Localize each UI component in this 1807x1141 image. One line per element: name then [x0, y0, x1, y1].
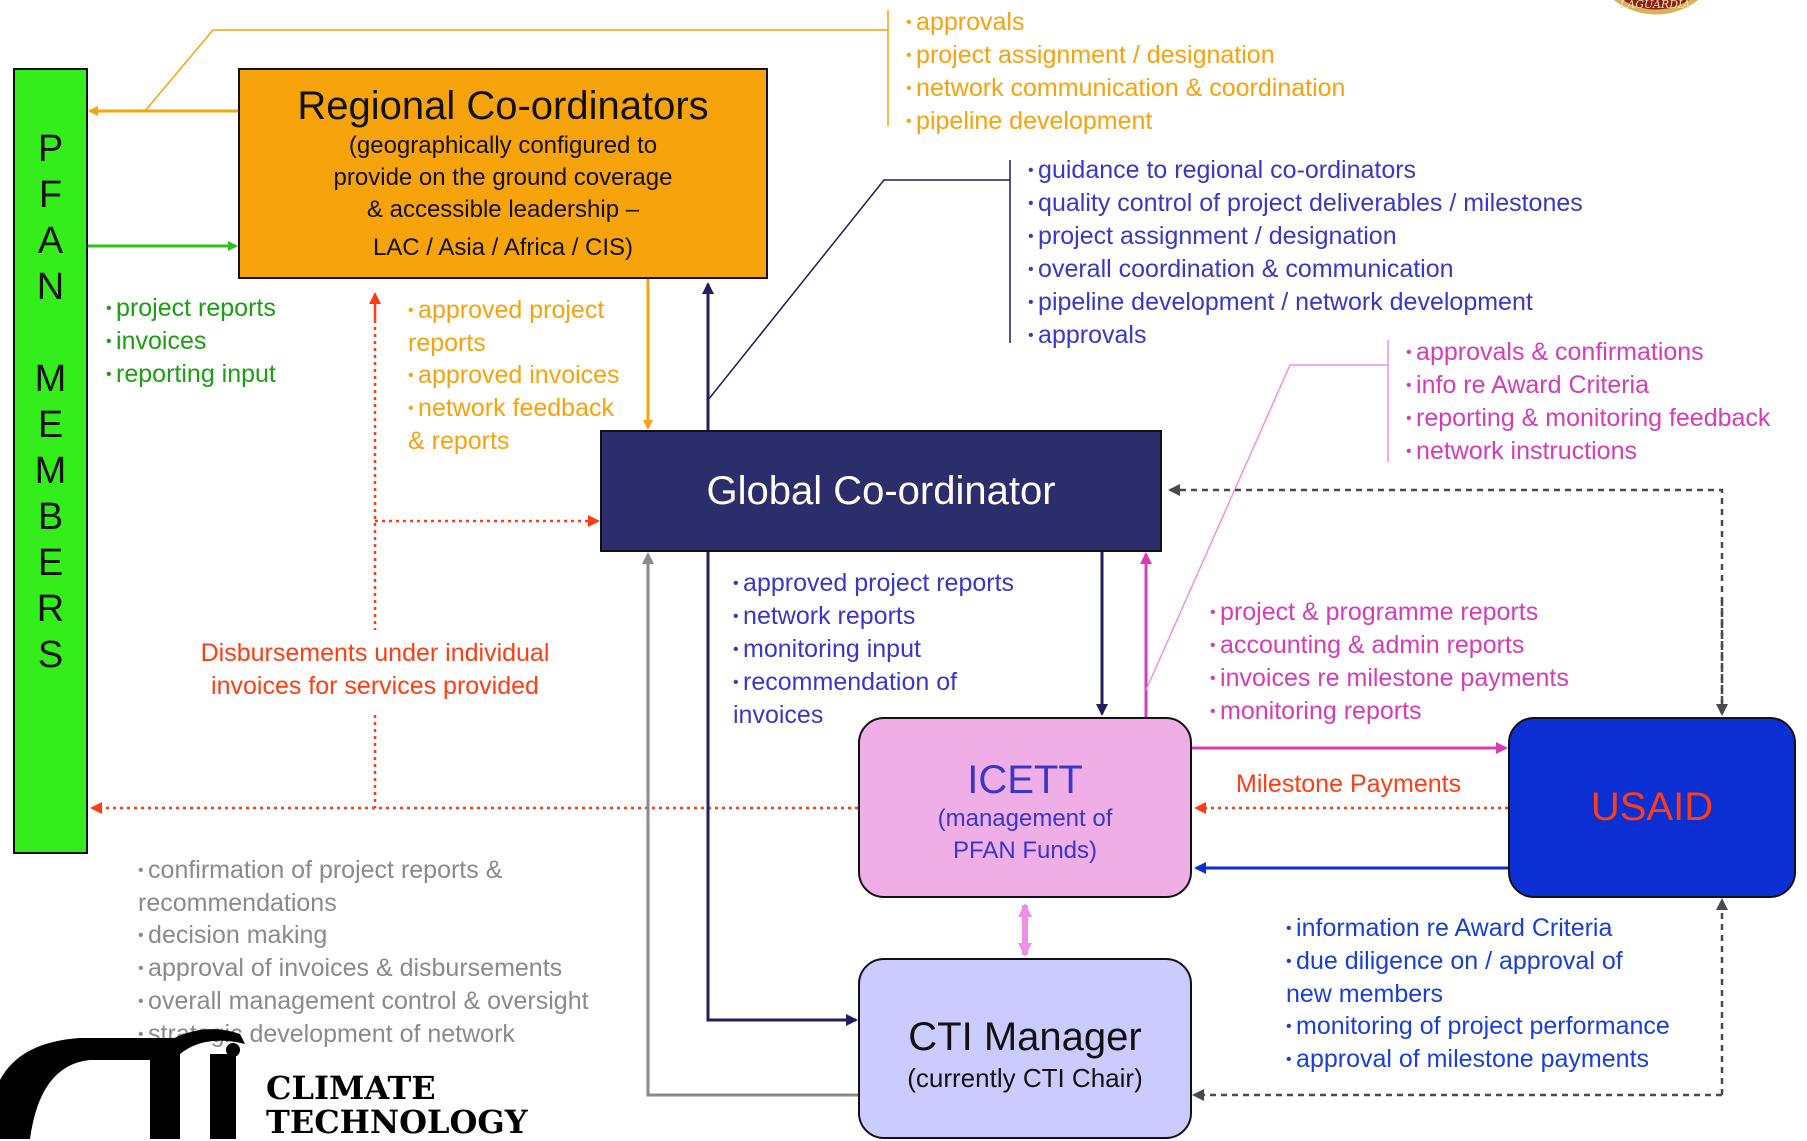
list-item: info re Award Criteria: [1406, 369, 1770, 402]
list-item: • approval of milestone payments: [1286, 1045, 1650, 1073]
list-item-continuation: invoices: [733, 701, 824, 729]
members-letter: E: [37, 404, 64, 446]
members-letter: S: [37, 634, 64, 676]
milestone-payments-label: Milestone Payments: [1236, 770, 1462, 798]
list-item: guidance to regional co-ordinators: [1028, 154, 1583, 187]
list-item: project reports: [106, 292, 276, 325]
cti-manager-box: CTI Manager (currently CTI Chair): [858, 958, 1192, 1139]
list-item: • approval of invoices & disbursements: [138, 954, 563, 982]
disbursements-line: invoices for services provided: [211, 672, 539, 700]
list-item: • monitoring input: [733, 635, 921, 663]
cti-manager-title: CTI Manager: [908, 1015, 1142, 1059]
regional-tasks-list: approvals project assignment / designati…: [906, 6, 1345, 138]
list-item: quality control of project deliverables …: [1028, 187, 1583, 220]
list-item: network communication & coordination: [906, 72, 1345, 105]
members-letter: M: [34, 358, 67, 400]
list-item: • approved project reports: [733, 569, 1015, 597]
list-item: • confirmation of project reports &: [138, 856, 503, 884]
pfan-letter: P: [37, 128, 64, 170]
list-item-continuation: & reports: [408, 427, 510, 455]
pfan-reports-list: project reports invoices reporting input: [106, 292, 276, 391]
global-title: Global Co-ordinator: [706, 469, 1056, 513]
pfan-members-box: P F A N M E M B E R S: [13, 68, 88, 854]
list-item: accounting & admin reports: [1210, 629, 1569, 662]
list-item: • recommendation of: [733, 668, 958, 696]
disbursements-line: Disbursements under individual: [200, 639, 550, 667]
list-item: network instructions: [1406, 435, 1770, 468]
list-item: • network feedback: [408, 394, 614, 422]
list-item: approvals: [906, 6, 1345, 39]
list-item: pipeline development: [906, 105, 1345, 138]
cti-manager-sub: (currently CTI Chair): [907, 1063, 1143, 1093]
members-letter: R: [36, 588, 65, 630]
list-item: • approved invoices: [408, 361, 620, 389]
regional-regions: LAC / Asia / Africa / CIS): [372, 234, 634, 261]
regional-sub-line: & accessible leadership –: [366, 196, 640, 223]
list-item: pipeline development / network developme…: [1028, 286, 1583, 319]
seal-logo: LAGUARDIA: [1572, 0, 1722, 34]
icett-title: ICETT: [967, 758, 1083, 802]
regional-coordinators-box: Regional Co-ordinators (geographically c…: [238, 68, 768, 279]
disbursements-note: Disbursements under individual invoices …: [170, 637, 580, 703]
list-item: project & programme reports: [1210, 596, 1569, 629]
icett-sub-line: (management of: [937, 805, 1113, 832]
usaid-title: USAID: [1590, 785, 1714, 829]
list-item: approvals & confirmations: [1406, 336, 1770, 369]
regional-title: Regional Co-ordinators: [297, 84, 709, 128]
list-item-continuation: reports: [408, 329, 486, 357]
list-item: • due diligence on / approval of: [1286, 947, 1623, 975]
regional-to-global-list: • approved project reports • approved in…: [408, 294, 620, 457]
pfan-letter: A: [37, 220, 64, 262]
list-item: project assignment / designation: [1028, 220, 1583, 253]
list-item: • decision making: [138, 921, 328, 949]
list-item: project assignment / designation: [906, 39, 1345, 72]
members-letter: M: [34, 450, 67, 492]
cti-tasks-list: • confirmation of project reports & reco…: [138, 854, 589, 1051]
list-item: • monitoring of project performance: [1286, 1012, 1670, 1040]
regional-sub-line: (geographically configured to: [348, 132, 658, 159]
list-item: • information re Award Criteria: [1286, 914, 1613, 942]
list-item: reporting input: [106, 358, 276, 391]
cti-logo-mark-icon: [0, 1029, 245, 1139]
logo-line-1: CLIMATE: [266, 1069, 436, 1107]
usaid-cti-tasks-list: • information re Award Criteria • due di…: [1286, 912, 1670, 1076]
seal-icon: [1613, 0, 1699, 15]
list-item: • approved project: [408, 296, 605, 324]
icett-reports-list: project & programme reports accounting &…: [1210, 596, 1569, 728]
pfan-letter: N: [36, 266, 65, 308]
list-item-continuation: new members: [1286, 980, 1443, 1008]
usaid-box: USAID: [1508, 717, 1796, 898]
list-item: invoices re milestone payments: [1210, 662, 1569, 695]
cti-logo: CLIMATE TECHNOLOGY: [0, 1020, 540, 1139]
list-item: • overall management control & oversight: [138, 987, 589, 1015]
members-letter: B: [37, 496, 64, 538]
list-item: • network reports: [733, 602, 916, 630]
list-item-continuation: recommendations: [138, 889, 337, 917]
icett-box: ICETT (management of PFAN Funds): [858, 717, 1192, 898]
list-item: overall coordination & communication: [1028, 253, 1583, 286]
icett-sub-line: PFAN Funds): [952, 837, 1098, 864]
logo-line-2: TECHNOLOGY: [266, 1103, 528, 1141]
pfan-letter: F: [38, 174, 63, 216]
regional-sub-line: provide on the ground coverage: [333, 164, 673, 191]
global-tasks-list: guidance to regional co-ordinators quali…: [1028, 154, 1583, 352]
global-to-icett-list: • approved project reports • network rep…: [733, 567, 1014, 731]
seal-text: LAGUARDIA: [1620, 0, 1691, 11]
list-item: approvals: [1028, 319, 1583, 352]
list-item: monitoring reports: [1210, 695, 1569, 728]
global-coordinator-box: Global Co-ordinator: [600, 430, 1162, 552]
members-letter: E: [37, 542, 64, 584]
list-item: reporting & monitoring feedback: [1406, 402, 1770, 435]
usaid-tasks-list: approvals & confirmations info re Award …: [1406, 336, 1770, 468]
list-item: invoices: [106, 325, 276, 358]
